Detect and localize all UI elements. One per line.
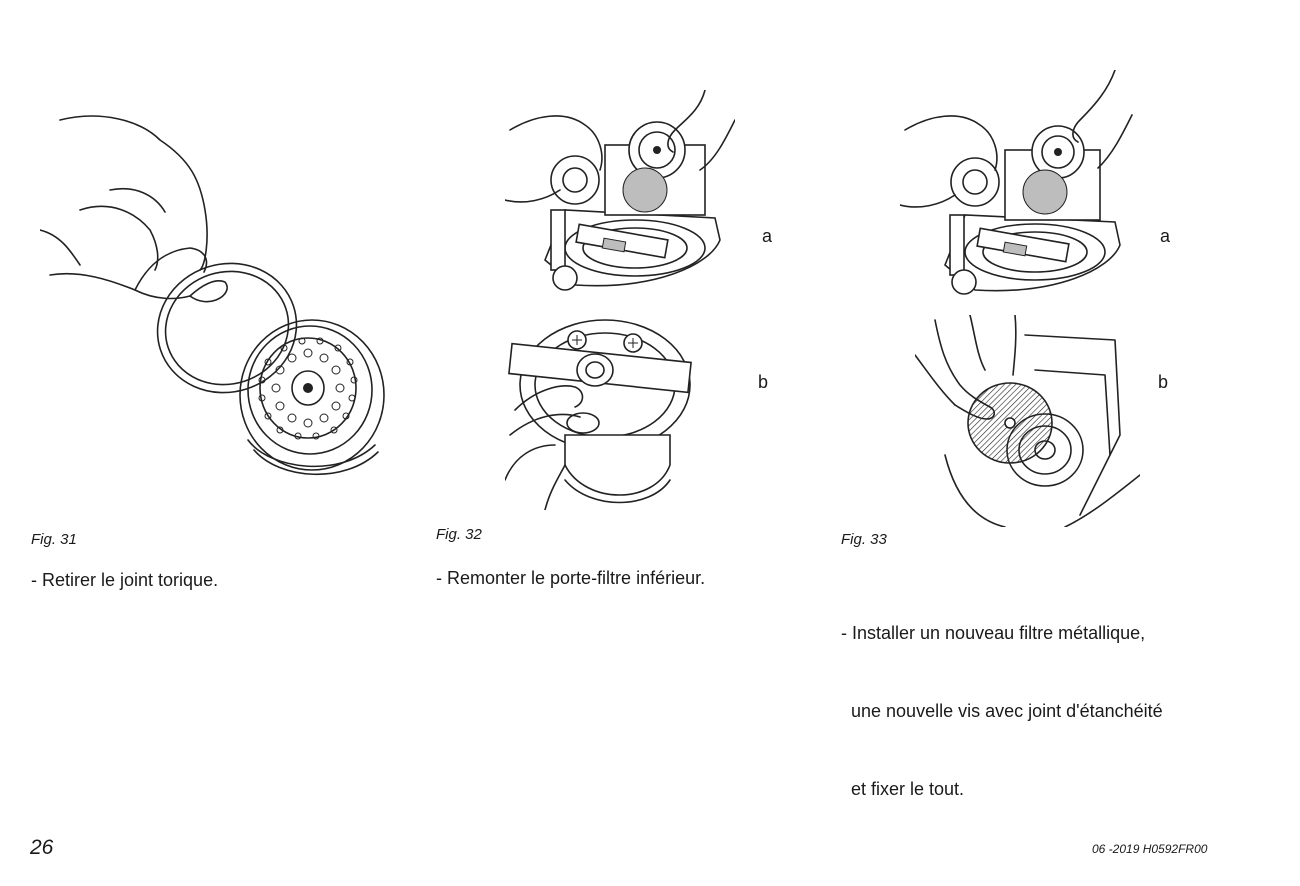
fig31-instruction: - Retirer le joint torique. <box>31 567 218 593</box>
hand <box>40 115 228 303</box>
fig33-panel-label-a: a <box>1160 226 1171 246</box>
fig32-caption: Fig. 32 <box>436 526 482 543</box>
fig32-instruction: - Remonter le porte-filtre inférieur. <box>436 565 705 591</box>
fig32-panel-label-a: a <box>762 226 773 246</box>
document-reference: 06 -2019 H0592FR00 <box>1092 842 1208 856</box>
fig33-instruction-line-3: et fixer le tout. <box>841 779 965 799</box>
metal-filter <box>967 382 1053 464</box>
brew-unit-assembly-illustration <box>900 70 1133 295</box>
page-number: 26 <box>30 836 54 859</box>
fig33-caption: Fig. 33 <box>841 531 887 548</box>
fig31-caption: Fig. 31 <box>31 531 77 548</box>
brew-unit-assembly-illustration <box>505 90 735 291</box>
fig33-instruction-line-1: - Installer un nouveau filtre métallique… <box>841 623 1146 643</box>
fig32b-illustration <box>505 315 740 510</box>
fig33-instruction: - Installer un nouveau filtre métallique… <box>841 568 1163 828</box>
installing-metal-filter-illustration <box>915 315 1140 527</box>
brew-unit-body <box>944 125 1121 295</box>
filter-holder-disc <box>239 319 385 476</box>
fig33-instruction-line-2: une nouvelle vis avec joint d'étanchéité <box>841 701 1163 721</box>
hand-holding-o-ring-illustration <box>40 115 385 476</box>
hand <box>505 385 584 510</box>
hand <box>915 315 1017 420</box>
fig32-instruction-line: - Remonter le porte-filtre inférieur. <box>436 568 706 588</box>
hands <box>505 90 735 203</box>
hands <box>900 70 1133 208</box>
brew-unit-body <box>544 121 721 291</box>
fig31-instruction-line: - Retirer le joint torique. <box>31 570 219 590</box>
fig33b-illustration <box>915 315 1140 527</box>
fig32a-illustration <box>505 90 735 295</box>
o-ring <box>156 262 298 394</box>
mounting-filter-holder-illustration <box>505 319 692 510</box>
fig31-illustration <box>40 100 400 480</box>
fig33-panel-label-b: b <box>1158 372 1169 392</box>
tool-bar <box>508 342 692 394</box>
fig33a-illustration <box>900 70 1135 300</box>
fig32-panel-label-b: b <box>758 372 769 392</box>
